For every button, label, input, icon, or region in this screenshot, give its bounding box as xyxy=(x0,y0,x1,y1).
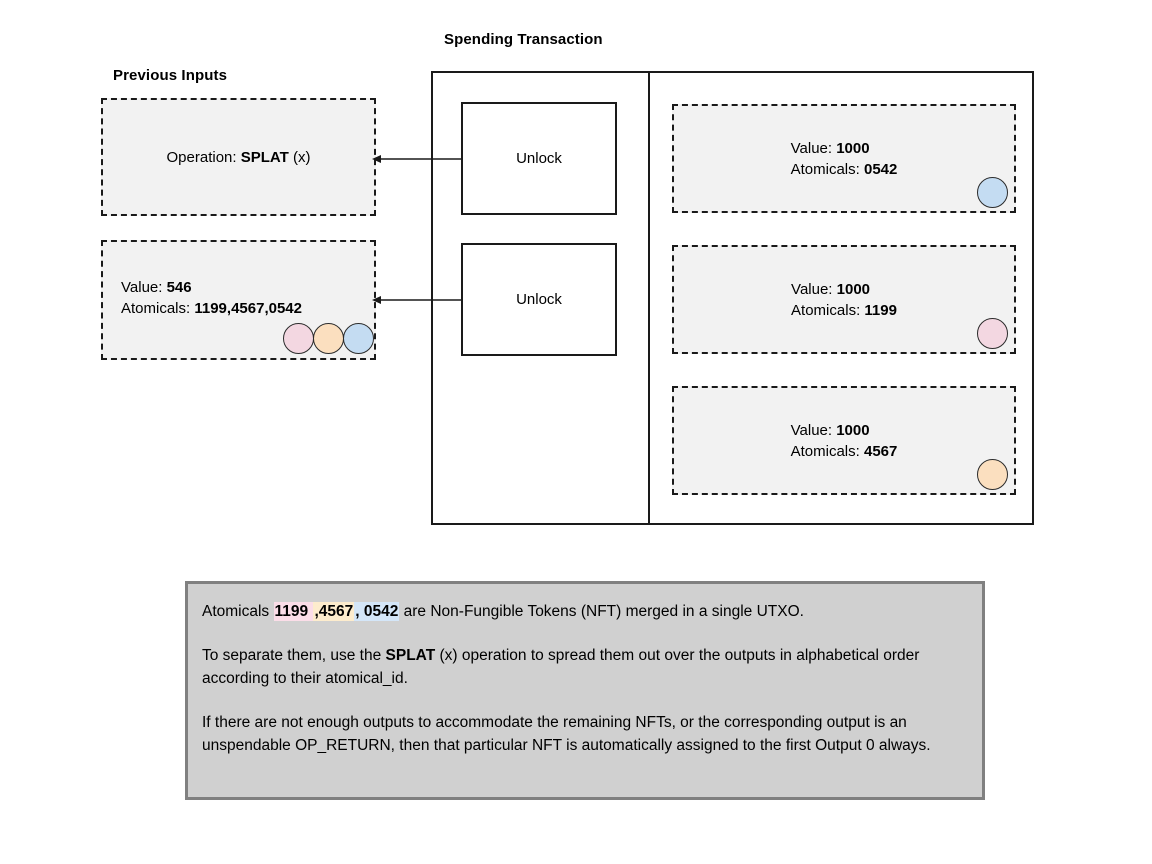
operation-suffix: (x) xyxy=(288,148,311,166)
tx-inputs-outputs-divider xyxy=(648,73,650,523)
token-circle-4567-input xyxy=(313,323,344,354)
previous-input-utxo-text: Value: 546 Atomicals: 1199,4567,0542 xyxy=(121,277,302,319)
section-title-previous-inputs: Previous Inputs xyxy=(113,67,228,84)
output-1199-value-label: Value: xyxy=(791,280,837,298)
note-token-0542: , 0542 xyxy=(354,602,400,621)
arrow-unlock2-to-input2 xyxy=(372,296,462,304)
output-0542-value-label: Value: xyxy=(790,139,837,157)
unlock-box-2-label: Unlock xyxy=(516,291,562,308)
input-value-label: Value: xyxy=(121,279,167,296)
output-1199-atomicals-id: 1199 xyxy=(864,301,897,319)
token-circle-1199-output xyxy=(977,318,1008,349)
output-4567-value: 1000 xyxy=(836,421,870,439)
input-atomicals-label: Atomicals: xyxy=(121,300,195,317)
note-p1-lead: Atomicals xyxy=(202,603,274,620)
token-circle-0542-input xyxy=(343,323,374,354)
output-0542-atomicals-id: 0542 xyxy=(863,160,898,178)
note-paragraph-2: To separate them, use the SPLAT (x) oper… xyxy=(202,644,968,690)
previous-input-operation-text: Operation: SPLAT (x) xyxy=(167,147,311,168)
output-1199-atomicals-label: Atomicals: xyxy=(791,301,865,319)
token-circle-4567-output xyxy=(977,459,1008,490)
output-4567-atomicals-id: 4567 xyxy=(863,442,898,460)
operation-label: Operation: xyxy=(166,148,241,166)
output-4567-atomicals-label: Atomicals: xyxy=(790,442,864,460)
unlock-box-1[interactable]: Unlock xyxy=(461,102,617,215)
note-paragraph-3: If there are not enough outputs to accom… xyxy=(202,714,931,754)
output-box-0542[interactable]: Value: 1000 Atomicals: 0542 xyxy=(672,104,1016,213)
explanation-note-panel: Atomicals 1199 ,4567, 0542 are Non-Fungi… xyxy=(185,581,985,800)
token-circle-1199-input xyxy=(283,323,314,354)
note-token-4567: ,4567 xyxy=(313,602,355,621)
note-p2-operation: SPLAT xyxy=(385,647,436,664)
unlock-box-1-label: Unlock xyxy=(516,150,562,167)
note-p2-tail: (x) operation to spread them out over th… xyxy=(202,647,920,687)
output-0542-value: 1000 xyxy=(836,139,870,157)
output-4567-value-label: Value: xyxy=(790,421,837,439)
note-p2-lead: To separate them, use the xyxy=(202,647,386,664)
output-1199-value: 1000 xyxy=(836,280,871,298)
page-title-spending-transaction: Spending Transaction xyxy=(444,31,603,48)
note-paragraph-1: Atomicals 1199 ,4567, 0542 are Non-Fungi… xyxy=(202,600,968,623)
input-value: 546 xyxy=(166,279,192,296)
arrow-unlock1-to-input1 xyxy=(372,155,462,163)
output-0542-atomicals-label: Atomicals: xyxy=(790,160,864,178)
token-circle-0542-output xyxy=(977,177,1008,208)
unlock-box-2[interactable]: Unlock xyxy=(461,243,617,356)
previous-input-operation-box[interactable]: Operation: SPLAT (x) xyxy=(101,98,376,216)
note-p1-tail: are Non-Fungible Tokens (NFT) merged in … xyxy=(399,603,804,620)
input-atomicals-ids: 1199,4567,0542 xyxy=(194,300,302,317)
output-1199-text: Value: 1000 Atomicals: 1199 xyxy=(791,279,897,321)
output-box-4567[interactable]: Value: 1000 Atomicals: 4567 xyxy=(672,386,1016,495)
output-box-1199[interactable]: Value: 1000 Atomicals: 1199 xyxy=(672,245,1016,354)
output-0542-text: Value: 1000 Atomicals: 0542 xyxy=(791,138,898,180)
note-token-1199: 1199 xyxy=(273,602,314,621)
previous-input-utxo-box[interactable]: Value: 546 Atomicals: 1199,4567,0542 xyxy=(101,240,376,360)
operation-value: SPLAT xyxy=(240,148,289,166)
output-4567-text: Value: 1000 Atomicals: 4567 xyxy=(791,420,898,462)
